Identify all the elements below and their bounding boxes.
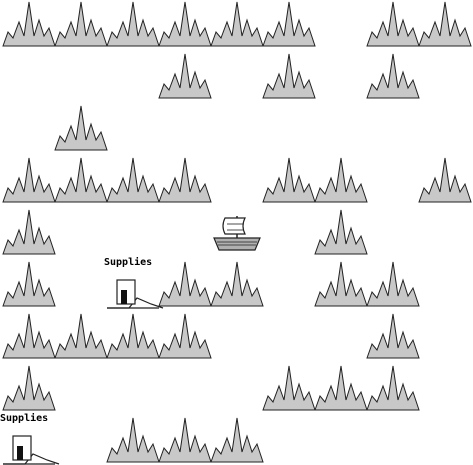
mountain-tile bbox=[2, 364, 56, 416]
supplies-hut-icon bbox=[107, 279, 164, 309]
mountain-icon bbox=[366, 1, 420, 47]
mountain-tile bbox=[314, 156, 368, 208]
mountain-icon bbox=[2, 1, 56, 47]
supplies-label: Supplies bbox=[0, 413, 49, 424]
mountain-icon bbox=[262, 157, 316, 203]
supplies-tile[interactable] bbox=[107, 260, 164, 312]
mountain-icon bbox=[158, 53, 212, 99]
mountain-icon bbox=[210, 261, 264, 307]
mountain-tile bbox=[158, 416, 212, 465]
supplies-label: Supplies bbox=[104, 257, 153, 268]
mountain-tile bbox=[54, 156, 108, 208]
mountain-icon bbox=[366, 53, 420, 99]
mountain-icon bbox=[106, 417, 160, 463]
mountain-tile bbox=[158, 312, 212, 364]
mountain-icon bbox=[2, 313, 56, 359]
mountain-icon bbox=[366, 313, 420, 359]
mountain-tile bbox=[2, 208, 56, 260]
mountain-icon bbox=[366, 261, 420, 307]
mountain-icon bbox=[314, 209, 368, 255]
mountain-icon bbox=[158, 313, 212, 359]
mountain-tile bbox=[54, 0, 108, 52]
mountain-tile bbox=[2, 312, 56, 364]
mountain-tile bbox=[158, 0, 212, 52]
mountain-icon bbox=[418, 157, 472, 203]
mountain-tile bbox=[158, 260, 212, 312]
mountain-icon bbox=[262, 365, 316, 411]
mountain-icon bbox=[2, 365, 56, 411]
mountain-icon bbox=[418, 1, 472, 47]
mountain-tile bbox=[210, 260, 264, 312]
mountain-tile bbox=[106, 416, 160, 465]
mountain-tile bbox=[366, 312, 420, 364]
supplies-hut-icon bbox=[3, 435, 60, 465]
mountain-tile bbox=[2, 156, 56, 208]
mountain-tile bbox=[158, 156, 212, 208]
mountain-icon bbox=[366, 365, 420, 411]
mountain-tile bbox=[54, 104, 108, 156]
mountain-tile bbox=[366, 260, 420, 312]
mountain-icon bbox=[158, 1, 212, 47]
mountain-tile bbox=[210, 0, 264, 52]
mountain-tile bbox=[366, 52, 420, 104]
mountain-tile bbox=[366, 0, 420, 52]
mountain-icon bbox=[106, 313, 160, 359]
mountain-icon bbox=[314, 157, 368, 203]
mountain-icon bbox=[54, 313, 108, 359]
mountain-tile bbox=[106, 0, 160, 52]
mountain-icon bbox=[262, 1, 316, 47]
mountain-icon bbox=[158, 417, 212, 463]
mountain-icon bbox=[106, 157, 160, 203]
mountain-icon bbox=[54, 157, 108, 203]
mountain-tile bbox=[2, 0, 56, 52]
mountain-tile bbox=[262, 156, 316, 208]
mountain-icon bbox=[210, 1, 264, 47]
mountain-icon bbox=[158, 157, 212, 203]
mountain-icon bbox=[54, 1, 108, 47]
mountain-icon bbox=[314, 261, 368, 307]
mountain-icon bbox=[262, 53, 316, 99]
mountain-tile bbox=[262, 0, 316, 52]
mountain-tile bbox=[314, 208, 368, 260]
mountain-icon bbox=[314, 365, 368, 411]
mountain-tile bbox=[106, 156, 160, 208]
mountain-icon bbox=[210, 417, 264, 463]
mountain-tile bbox=[418, 0, 472, 52]
mountain-tile bbox=[314, 364, 368, 416]
mountain-tile bbox=[262, 364, 316, 416]
mountain-icon bbox=[158, 261, 212, 307]
mountain-tile bbox=[314, 260, 368, 312]
mountain-tile bbox=[262, 52, 316, 104]
ship-icon bbox=[213, 216, 261, 251]
mountain-icon bbox=[106, 1, 160, 47]
mountain-icon bbox=[2, 157, 56, 203]
mountain-tile bbox=[2, 260, 56, 312]
mountain-tile bbox=[54, 312, 108, 364]
supplies-tile[interactable] bbox=[3, 416, 60, 465]
mountain-tile bbox=[366, 364, 420, 416]
mountain-tile bbox=[158, 52, 212, 104]
mountain-tile bbox=[418, 156, 472, 208]
mountain-tile bbox=[210, 416, 264, 465]
mountain-icon bbox=[2, 209, 56, 255]
mountain-tile bbox=[106, 312, 160, 364]
ship-tile[interactable] bbox=[211, 208, 263, 260]
mountain-icon bbox=[2, 261, 56, 307]
mountain-icon bbox=[54, 105, 108, 151]
